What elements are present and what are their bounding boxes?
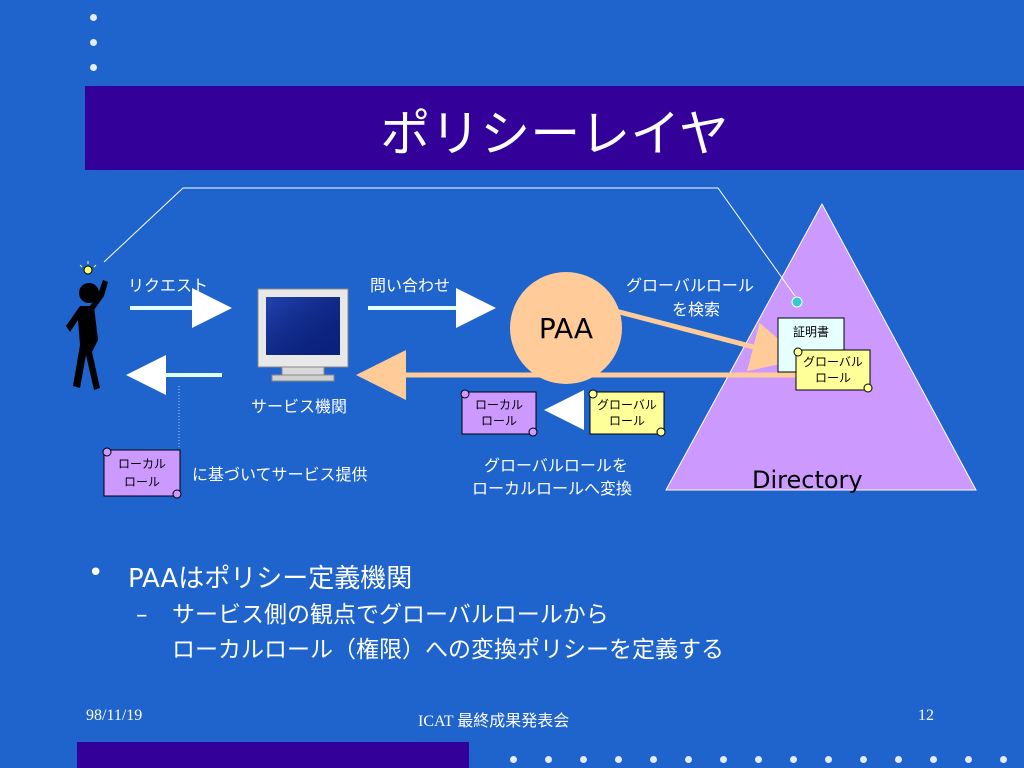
decor-dot xyxy=(510,756,517,763)
bullet-main-text: PAAはポリシー定義機関 xyxy=(128,564,413,594)
decor-dot xyxy=(965,756,972,763)
global-role-mid-line2: ロール xyxy=(608,414,645,428)
decor-dot xyxy=(615,756,622,763)
search-label-line1: グローバルロール xyxy=(626,276,754,295)
decor-dot xyxy=(580,756,587,763)
slide-title: ポリシーレイヤ xyxy=(380,105,729,163)
paa-label: PAA xyxy=(538,312,594,345)
decor-dot xyxy=(1000,756,1007,763)
bullet-symbol: • xyxy=(88,558,104,588)
directory-label: Directory xyxy=(752,466,863,494)
decor-dot xyxy=(790,756,797,763)
local-role-mid-line2: ロール xyxy=(480,414,517,428)
search-arrow xyxy=(603,305,802,372)
convert-label-line2: ローカルロールへ変換 xyxy=(472,479,633,498)
person-figure xyxy=(66,261,108,390)
decor-dot xyxy=(825,756,832,763)
computer-icon xyxy=(257,288,349,382)
decor-dot xyxy=(755,756,762,763)
decor-dot xyxy=(650,756,657,763)
search-label-line2: を検索 xyxy=(672,300,721,319)
connector-line xyxy=(103,187,796,297)
inquiry-label: 問い合わせ xyxy=(370,276,451,295)
decor-dot xyxy=(930,756,937,763)
local-role-left-line2: ロール xyxy=(123,475,160,489)
decor-dot xyxy=(720,756,727,763)
decor-dot xyxy=(685,756,692,763)
scroll-local-role-left xyxy=(102,447,182,499)
scroll-global-role-directory xyxy=(793,347,873,393)
scroll-local-role-mid xyxy=(460,389,538,437)
global-role-dir-line2: ロール xyxy=(814,371,851,385)
certificate-label: 証明書 xyxy=(792,325,829,339)
global-role-mid-line1: グローバル xyxy=(597,398,657,412)
service-org-label: サービス機関 xyxy=(251,397,348,416)
footer-page-number: 12 xyxy=(918,707,934,724)
local-role-left-line1: ローカル xyxy=(117,457,166,471)
request-label: リクエスト xyxy=(128,276,209,295)
provide-label: に基づいてサービス提供 xyxy=(192,465,368,484)
sub-bullet-line1: サービス側の観点でグローバルロールから xyxy=(172,602,609,628)
decor-dot xyxy=(90,39,97,46)
decor-dot xyxy=(860,756,867,763)
global-role-dir-line1: グローバル xyxy=(803,355,863,369)
scroll-global-role-mid xyxy=(588,389,666,437)
convert-label-line1: グローバルロールを xyxy=(484,456,628,475)
sub-bullet-symbol: – xyxy=(136,602,148,628)
connector-endpoint xyxy=(791,296,803,308)
decor-dot xyxy=(895,756,902,763)
sub-bullet-line2: ローカルロール（権限）への変換ポリシーを定義する xyxy=(172,637,724,663)
bottom-bar xyxy=(77,742,469,768)
decor-dot xyxy=(90,14,97,21)
local-role-mid-line1: ローカル xyxy=(474,398,523,412)
paa-circle xyxy=(510,272,622,384)
title-bar: ポリシーレイヤ xyxy=(85,86,1024,170)
footer-center: ICAT 最終成果発表会 xyxy=(418,713,570,730)
footer-date: 98/11/19 xyxy=(86,707,143,724)
decor-dot xyxy=(545,756,552,763)
decor-dot xyxy=(90,64,97,71)
